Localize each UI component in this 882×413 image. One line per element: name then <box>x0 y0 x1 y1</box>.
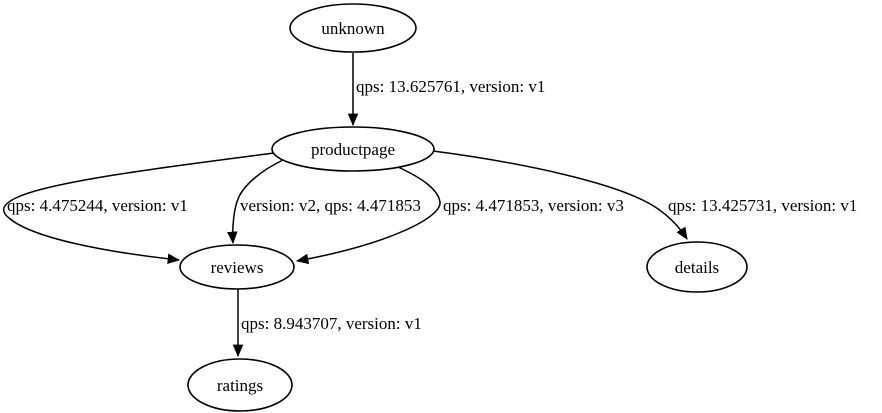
node-details: details <box>646 241 748 293</box>
node-unknown-label: unknown <box>321 19 385 38</box>
edge-label-productpage-reviews-v3: qps: 4.471853, version: v3 <box>443 196 624 215</box>
edge-productpage-details <box>432 150 688 240</box>
graph-edge-labels: qps: 13.625761, version: v1 qps: 4.47524… <box>7 77 857 333</box>
edge-label-productpage-reviews-v1: qps: 4.475244, version: v1 <box>7 196 188 215</box>
node-details-label: details <box>675 258 719 277</box>
node-productpage-shape <box>271 126 435 172</box>
node-ratings-shape <box>187 358 293 412</box>
node-reviews: reviews <box>179 244 295 290</box>
edge-productpage-reviews-v3 <box>295 166 441 265</box>
graph-edges <box>2 53 688 358</box>
edge-label-reviews-ratings: qps: 8.943707, version: v1 <box>241 314 422 333</box>
node-unknown: unknown <box>289 3 417 53</box>
node-productpage-label: productpage <box>311 140 395 159</box>
graph-nodes: unknown productpage reviews details rati… <box>179 3 748 412</box>
node-reviews-shape <box>179 244 295 290</box>
node-ratings-label: ratings <box>217 376 263 395</box>
node-unknown-shape <box>289 3 417 53</box>
node-details-shape <box>646 241 748 293</box>
edge-productpage-reviews-v1 <box>2 152 275 265</box>
node-productpage: productpage <box>271 126 435 172</box>
edge-label-unknown-productpage: qps: 13.625761, version: v1 <box>356 77 545 96</box>
node-reviews-label: reviews <box>211 258 264 277</box>
node-ratings: ratings <box>187 358 293 412</box>
edge-label-productpage-details: qps: 13.425731, version: v1 <box>668 196 857 215</box>
edge-label-productpage-reviews-v2: version: v2, qps: 4.471853 <box>240 196 421 215</box>
edge-productpage-reviews-v2 <box>227 159 284 245</box>
